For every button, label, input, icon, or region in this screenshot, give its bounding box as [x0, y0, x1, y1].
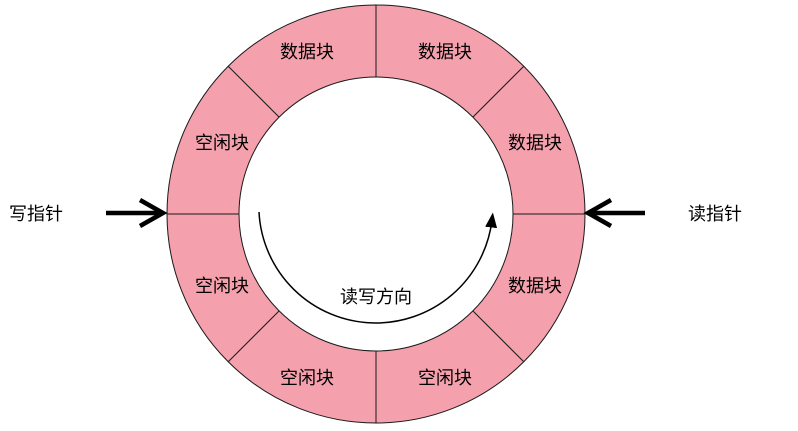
read-pointer-arrow — [583, 198, 645, 228]
segment-label-4: 空闲块 — [280, 368, 334, 389]
segment-label-0: 数据块 — [418, 42, 472, 63]
segment-divider — [227, 65, 280, 118]
segment-labels: 数据块 数据块 数据块 空闲块 空闲块 空闲块 空闲块 数据块 — [195, 42, 562, 389]
segment-label-2: 数据块 — [508, 276, 562, 297]
segment-label-6: 空闲块 — [195, 133, 249, 154]
segment-label-1: 数据块 — [508, 133, 562, 154]
segment-divider — [227, 310, 280, 363]
direction-arrow — [258, 211, 498, 324]
write-pointer-label: 写指针 — [9, 204, 63, 225]
segment-label-7: 数据块 — [280, 42, 334, 63]
segment-divider — [472, 65, 525, 118]
write-pointer-arrow — [106, 198, 168, 228]
segment-label-3: 空闲块 — [418, 368, 472, 389]
ring-inner — [238, 76, 514, 352]
segment-divider — [472, 310, 525, 363]
segment-dividers — [167, 5, 585, 423]
segment-label-5: 空闲块 — [195, 276, 249, 297]
read-pointer-label: 读指针 — [688, 204, 742, 225]
direction-label: 读写方向 — [340, 287, 412, 308]
